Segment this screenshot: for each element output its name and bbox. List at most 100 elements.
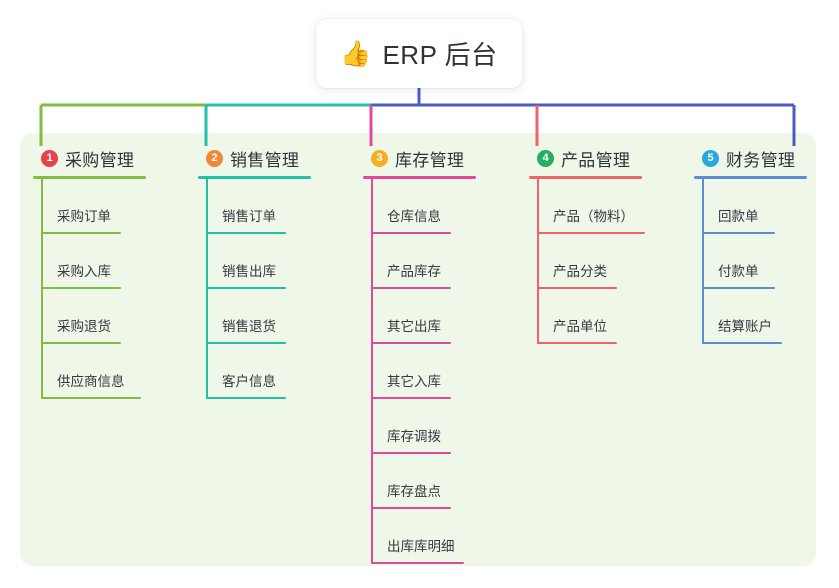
- diagram-panel: [20, 133, 816, 566]
- leaf-label: 产品单位: [553, 319, 607, 334]
- thumbs-up-icon: 👍: [340, 39, 372, 68]
- leaf-label: 产品（物料）: [553, 209, 634, 224]
- leaf-underline: [371, 562, 464, 564]
- leaf-underline: [206, 232, 286, 234]
- column-underline-4: [529, 176, 642, 179]
- column-2: 2 销售管理销售订单销售出库销售退货客户信息: [198, 144, 311, 399]
- column-title-4: 产品管理: [561, 150, 631, 170]
- column-title-5: 财务管理: [726, 150, 796, 170]
- leaf-underline: [537, 287, 617, 289]
- leaf-item[interactable]: 产品库存: [363, 234, 476, 289]
- column-header-3[interactable]: 3 库存管理: [363, 144, 476, 172]
- column-spine-5: [702, 179, 704, 344]
- root-node[interactable]: 👍 ERP 后台: [316, 19, 522, 88]
- column-items-4: 产品（物料） 产品分类产品单位: [529, 179, 645, 344]
- leaf-label: 供应商信息: [57, 374, 125, 389]
- leaf-underline: [371, 452, 451, 454]
- leaf-item[interactable]: 销售订单: [198, 179, 311, 234]
- leaf-item[interactable]: 采购入库: [33, 234, 146, 289]
- column-3: 3 库存管理仓库信息产品库存其它出库其它入库库存调拨库存盘点出库库明细: [363, 144, 476, 564]
- leaf-underline: [41, 342, 121, 344]
- leaf-underline: [371, 507, 451, 509]
- leaf-underline: [41, 232, 121, 234]
- leaf-underline: [371, 287, 451, 289]
- leaf-item[interactable]: 销售出库: [198, 234, 311, 289]
- leaf-item[interactable]: 产品分类: [529, 234, 642, 289]
- leaf-item[interactable]: 其它入库: [363, 344, 476, 399]
- leaf-item[interactable]: 客户信息: [198, 344, 311, 399]
- leaf-label: 销售出库: [222, 264, 276, 279]
- leaf-item[interactable]: 采购退货: [33, 289, 146, 344]
- leaf-label: 产品分类: [553, 264, 607, 279]
- leaf-underline: [206, 342, 286, 344]
- leaf-label: 付款单: [718, 264, 759, 279]
- column-items-2: 销售订单销售出库销售退货客户信息: [198, 179, 311, 399]
- leaf-label: 销售订单: [222, 209, 276, 224]
- leaf-item[interactable]: 产品（物料）: [529, 179, 645, 234]
- column-underline-5: [694, 176, 807, 179]
- leaf-label: 库存盘点: [387, 484, 441, 499]
- leaf-item[interactable]: 其它出库: [363, 289, 476, 344]
- column-title-3: 库存管理: [395, 150, 465, 170]
- leaf-underline: [206, 287, 286, 289]
- leaf-item[interactable]: 产品单位: [529, 289, 642, 344]
- leaf-item[interactable]: 仓库信息: [363, 179, 476, 234]
- column-badge-5: 5: [702, 149, 719, 167]
- column-items-5: 回款单付款单结算账户: [694, 179, 807, 344]
- column-badge-1: 1: [41, 149, 58, 167]
- column-items-1: 采购订单采购入库采购退货供应商信息: [33, 179, 146, 399]
- column-title-1: 采购管理: [65, 150, 135, 170]
- column-spine-3: [371, 179, 373, 564]
- leaf-underline: [702, 232, 775, 234]
- leaf-item[interactable]: 采购订单: [33, 179, 146, 234]
- leaf-label: 出库库明细: [387, 539, 455, 554]
- column-badge-2: 2: [206, 149, 223, 167]
- leaf-item[interactable]: 库存盘点: [363, 454, 476, 509]
- leaf-underline: [537, 232, 645, 234]
- leaf-label: 采购退货: [57, 319, 111, 334]
- column-header-5[interactable]: 5 财务管理: [694, 144, 807, 172]
- column-4: 4 产品管理产品（物料） 产品分类产品单位: [529, 144, 645, 344]
- column-underline-3: [363, 176, 476, 179]
- leaf-label: 客户信息: [222, 374, 276, 389]
- column-underline-2: [198, 176, 311, 179]
- leaf-item[interactable]: 销售退货: [198, 289, 311, 344]
- leaf-underline: [371, 397, 451, 399]
- leaf-underline: [41, 287, 121, 289]
- leaf-underline: [702, 287, 775, 289]
- column-spine-4: [537, 179, 539, 344]
- leaf-label: 仓库信息: [387, 209, 441, 224]
- leaf-underline: [371, 232, 451, 234]
- column-title-2: 销售管理: [230, 150, 300, 170]
- leaf-label: 其它出库: [387, 319, 441, 334]
- column-badge-3: 3: [371, 149, 388, 167]
- leaf-item[interactable]: 结算账户: [694, 289, 807, 344]
- leaf-label: 采购入库: [57, 264, 111, 279]
- leaf-underline: [537, 342, 617, 344]
- column-spine-1: [41, 179, 43, 399]
- leaf-item[interactable]: 库存调拨: [363, 399, 476, 454]
- column-badge-4: 4: [537, 149, 554, 167]
- leaf-item[interactable]: 回款单: [694, 179, 807, 234]
- column-items-3: 仓库信息产品库存其它出库其它入库库存调拨库存盘点出库库明细: [363, 179, 476, 564]
- leaf-label: 产品库存: [387, 264, 441, 279]
- leaf-item[interactable]: 出库库明细: [363, 509, 476, 564]
- column-header-2[interactable]: 2 销售管理: [198, 144, 311, 172]
- column-1: 1 采购管理采购订单采购入库采购退货供应商信息: [33, 144, 146, 399]
- column-spine-2: [206, 179, 208, 399]
- leaf-label: 结算账户: [718, 319, 772, 334]
- column-header-4[interactable]: 4 产品管理: [529, 144, 642, 172]
- column-underline-1: [33, 176, 146, 179]
- column-header-1[interactable]: 1 采购管理: [33, 144, 146, 172]
- leaf-underline: [702, 342, 782, 344]
- leaf-item[interactable]: 供应商信息: [33, 344, 146, 399]
- leaf-label: 采购订单: [57, 209, 111, 224]
- column-5: 5 财务管理回款单付款单结算账户: [694, 144, 807, 344]
- leaf-underline: [371, 342, 451, 344]
- leaf-label: 销售退货: [222, 319, 276, 334]
- leaf-item[interactable]: 付款单: [694, 234, 807, 289]
- leaf-label: 其它入库: [387, 374, 441, 389]
- leaf-underline: [206, 397, 286, 399]
- leaf-label: 库存调拨: [387, 429, 441, 444]
